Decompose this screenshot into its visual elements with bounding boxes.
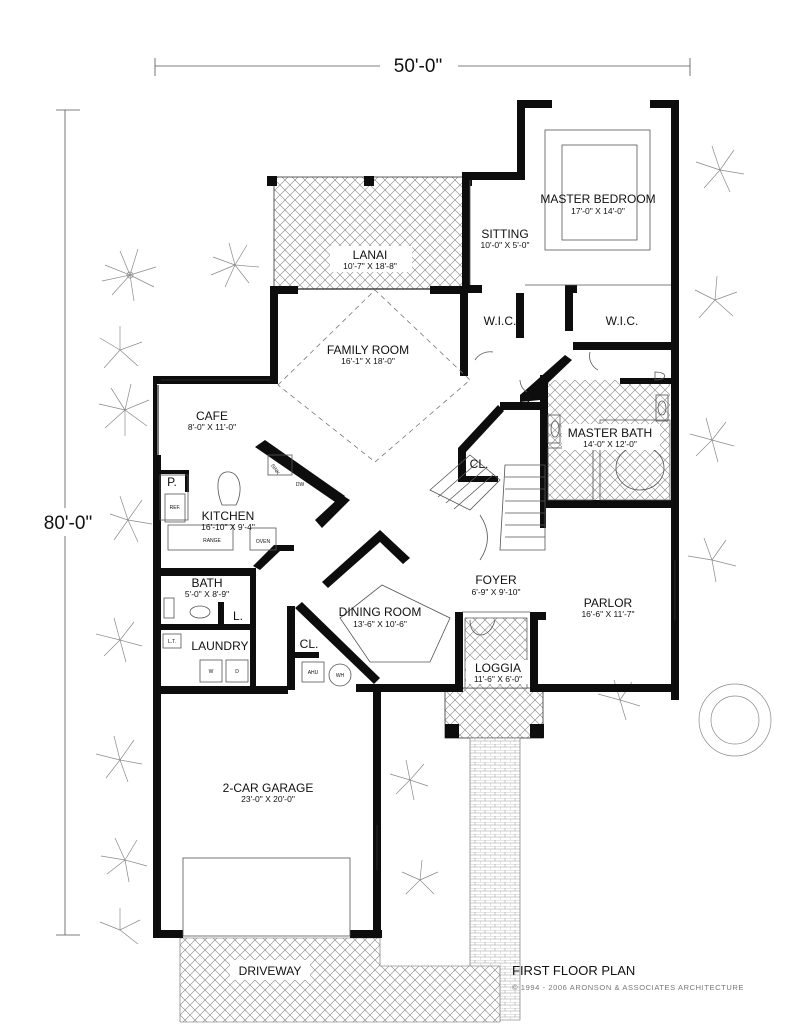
lanai-size: 10'-7" X 18'-8" — [343, 261, 397, 271]
copyright-text: © 1994 - 2006 ARONSON & ASSOCIATES ARCHI… — [512, 983, 744, 992]
lanai-name: LANAI — [353, 248, 388, 262]
room-sitting: SITTING 10'-0" X 5'-0" — [481, 227, 530, 250]
loggia-size: 11'-6" X 6'-0" — [474, 674, 522, 684]
laundry-tub-label: L.T. — [168, 639, 176, 645]
room-driveway: DRIVEWAY — [230, 960, 310, 980]
tree-center — [389, 759, 439, 895]
driveway-surface — [179, 937, 501, 1023]
oven-label: OVEN — [256, 539, 271, 545]
laundry-label: LAUNDRY — [191, 639, 248, 653]
parlor-size: 16'-6" X 11'-7" — [581, 609, 634, 619]
linen-lower-label: L. — [233, 609, 243, 623]
tree-left-upper — [101, 242, 260, 302]
closet-upper-label: CL. — [470, 457, 489, 471]
garage-name: 2-CAR GARAGE — [223, 781, 314, 795]
cafe-name: CAFE — [196, 409, 228, 423]
linen-upper-label: L. — [527, 394, 537, 408]
room-wic-left: W.I.C. — [484, 314, 517, 328]
foyer-size: 6'-9" X 9'-10" — [472, 587, 521, 597]
room-lanai: LANAI 10'-7" X 18'-8" — [330, 246, 412, 272]
wic-left-name: W.I.C. — [484, 314, 517, 328]
width-dimension: 50'-0" — [154, 52, 691, 77]
bath-size: 5'-0" X 8'-9" — [185, 589, 229, 599]
kitchen-size: 16'-10" X 9'-4" — [201, 522, 255, 532]
room-bath: BATH 5'-0" X 8'-9" — [185, 576, 229, 599]
room-loggia: LOGGIA 11'-6" X 6'-0" — [466, 660, 530, 684]
pantry-label: P. — [167, 475, 177, 489]
room-master-bath: MASTER BATH 14'-0" X 12'-0" — [562, 424, 660, 450]
fixture-labels: DW SINK REF. RANGE OVEN L.T. W D AHU WH — [168, 463, 345, 679]
cafe-size: 8'-0" X 11'-0" — [188, 422, 236, 432]
family-room-name: FAMILY ROOM — [327, 343, 409, 357]
master-bath-name: MASTER BATH — [568, 426, 652, 440]
garage-size: 23'-0" X 20'-0" — [241, 794, 295, 804]
room-dining-room: DINING ROOM 13'-6" X 10'-6" — [339, 605, 422, 629]
refrigerator-label: REF. — [170, 505, 181, 511]
landscaping — [95, 145, 772, 945]
front-walk — [469, 737, 521, 1021]
parlor-name: PARLOR — [584, 596, 633, 610]
depth-dimension-label: 80'-0" — [44, 513, 92, 534]
sitting-size: 10'-0" X 5'-0" — [481, 240, 530, 250]
depth-dimension: 80'-0" — [30, 109, 110, 936]
tree-left-lower — [95, 735, 148, 945]
kitchen-name: KITCHEN — [202, 509, 255, 523]
master-bath-size: 14'-0" X 12'-0" — [583, 439, 637, 449]
ahu-label: AHU — [308, 670, 319, 676]
width-dimension-label: 50'-0" — [394, 56, 442, 77]
room-wic-right: W.I.C. — [606, 314, 639, 328]
master-bedroom-name: MASTER BEDROOM — [540, 192, 655, 206]
room-cafe: CAFE 8'-0" X 11'-0" — [188, 409, 236, 432]
dining-room-name: DINING ROOM — [339, 605, 422, 619]
master-bedroom-size: 17'-0" X 14'-0" — [571, 206, 625, 216]
staircase — [429, 454, 546, 561]
loggia-floor — [444, 687, 544, 739]
room-kitchen: KITCHEN 16'-10" X 9'-4" — [201, 509, 255, 532]
title-block: FIRST FLOOR PLAN © 1994 - 2006 ARONSON &… — [512, 963, 744, 992]
foyer-name: FOYER — [475, 573, 517, 587]
washer-label: W — [209, 669, 214, 675]
family-room-size: 16'-1" X 18'-0" — [341, 356, 395, 366]
driveway-label: DRIVEWAY — [239, 964, 302, 978]
loggia-name: LOGGIA — [475, 661, 521, 675]
lanai-floor — [273, 176, 467, 290]
room-foyer: FOYER 6'-9" X 9'-10" — [472, 573, 521, 597]
room-garage: 2-CAR GARAGE 23'-0" X 20'-0" — [223, 781, 314, 804]
water-heater-label: WH — [336, 673, 345, 679]
bath-name: BATH — [191, 576, 222, 590]
tree-left-mid — [95, 326, 153, 663]
plan-title: FIRST FLOOR PLAN — [512, 963, 635, 978]
details — [157, 129, 676, 937]
sink-label: SINK — [269, 463, 281, 477]
closet-lower-label: CL. — [300, 637, 319, 651]
dryer-label: D — [235, 669, 239, 675]
room-family-room: FAMILY ROOM 16'-1" X 18'-0" — [327, 343, 409, 366]
room-master-bedroom: MASTER BEDROOM 17'-0" X 14'-0" — [540, 192, 655, 216]
dishwasher-label: DW — [296, 482, 305, 488]
sitting-name: SITTING — [481, 227, 528, 241]
room-parlor: PARLOR 16'-6" X 11'-7" — [581, 596, 634, 619]
walls — [153, 100, 679, 938]
range-label: RANGE — [203, 538, 221, 544]
wic-right-name: W.I.C. — [606, 314, 639, 328]
dining-room-size: 13'-6" X 10'-6" — [353, 619, 407, 629]
